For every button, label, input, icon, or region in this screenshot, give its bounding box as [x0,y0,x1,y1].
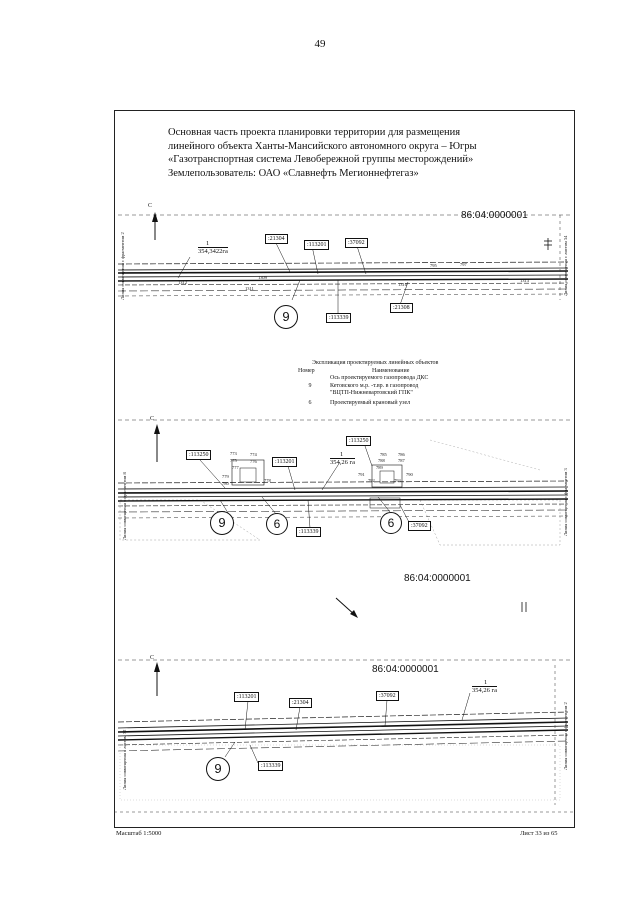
legend-header: Номер Наименование [290,368,500,376]
point-label: 789 [376,465,383,470]
parcel-label: :21304 [289,698,312,708]
title-line-4: Землепользователь: ОАО «Славнефть Мегион… [168,167,419,179]
pipeline-number-circle: 9 [206,757,230,781]
legend-row: 9 Кетовского м.р. -т.вр. в газопровод [290,383,500,391]
point-label: 785 [380,452,387,457]
legend-row-name: Ось проектируемого газопровода ДКС [330,375,429,381]
legend-row-name: Проектируемый крановый узел [330,399,411,406]
legend-row-num: 9 [308,382,312,389]
point-label: 1310 [398,282,407,287]
area-value: 354,3422га [198,247,228,255]
title-line-2: линейного объекта Ханты-Мансийского авто… [168,140,477,152]
point-label: 797 [460,262,467,267]
north-label: С [150,416,155,422]
parcel-label: :113339 [326,313,352,323]
side-label-right: Линия совмещения с фрагментом 2 [563,702,568,770]
crane-node-circle: 6 [380,512,402,534]
legend-row-num [290,375,330,383]
point-label: 1313 [520,278,529,283]
side-label-left: Линия совмещения с фрагментом 8 [122,472,127,540]
parcel-label: :113250 [186,450,212,460]
legend-title: Экспликация проектируемых линейных объек… [312,360,439,366]
pipeline-number-circle: 9 [210,511,234,535]
point-label: 780 [222,481,229,486]
area-num: 1 [340,451,344,458]
area-value: 354,26 га [472,686,498,694]
point-label: 791 [358,472,365,477]
point-label: 778 [264,478,271,483]
title-line-3: «Газотранспортная система Левобережной г… [168,154,474,165]
point-label: 786 [398,452,405,457]
parcel-label: :37092 [345,238,368,248]
point-label: 792 [368,478,375,483]
point-label: 788 [378,458,385,463]
point-label: 774 [250,452,257,457]
sheet-title: Основная часть проекта планировки террит… [168,126,528,180]
area-label-fragment-3: 1 354,26 га [472,679,498,694]
cadastral-number-fragment-2: 86:04:0000001 [404,573,471,584]
legend-row-num: 6 [308,399,312,406]
area-value: 354,26 га [330,458,356,466]
parcel-label: :21304 [265,234,288,244]
title-line-1: Основная часть проекта планировки террит… [168,127,461,138]
cadastral-number-fragment-1: 86:04:0000001 [461,210,528,221]
point-label: 775 [230,458,237,463]
fragment-2-drawing [117,419,570,618]
fragment-1-drawing [117,212,570,316]
point-label: 773 [230,451,237,456]
side-label-right: Линия совмещения с листом 34 [563,235,568,296]
page-number: 49 [314,38,326,50]
point-label: 793 [394,478,401,483]
parcel-label: :37092 [408,521,431,531]
parcel-label: :113201 [304,240,330,250]
sheet-number-label: Лист 33 из 65 [520,830,558,837]
fragment-3-drawing [117,659,570,805]
point-label: 1309 [258,275,267,280]
legend-row-num [290,390,330,398]
map-sheet [114,110,575,828]
scale-label: Масштаб 1:5000 [116,830,162,837]
point-label: 790 [406,472,413,477]
parcel-label: :37092 [376,691,399,701]
side-label-left: Линия совмещения с листом 32 [122,729,127,790]
legend-col-name: Наименование [372,367,410,374]
point-label: 795 [430,263,437,268]
area-num: 1 [484,679,488,686]
parcel-label: :21308 [390,303,413,313]
point-label: 776 [250,459,257,464]
area-label-fragment-2: 1 354,26 га [330,451,356,466]
point-label: 787 [398,458,405,463]
legend-row: Ось проектируемого газопровода ДКС [290,375,500,383]
legend-row-name: "ВЦТП-Нижневартовский ГПК" [330,390,413,396]
parcel-label: :113201 [234,692,260,702]
legend-row: 6 Проектируемый крановый узел [290,400,500,408]
cadastral-number-fragment-3: 86:04:0000001 [372,664,439,675]
pipeline-number-circle: 9 [274,305,298,329]
area-num: 1 [206,240,210,247]
north-label: С [148,203,153,209]
point-label: 777 [232,465,239,470]
parcel-label: :113250 [346,436,372,446]
crane-node-circle: 6 [266,513,288,535]
side-label-right: Линия совмещения с фрагментом 3 [563,468,568,536]
north-label: С [150,655,155,661]
point-label: 1311 [245,286,254,291]
parcel-label: :113339 [258,761,284,771]
legend-row-name: Кетовского м.р. -т.вр. в газопровод [330,382,419,389]
side-label-left: Линия совмещения с фрагментом 2 [120,232,125,300]
parcel-label: :113339 [296,527,322,537]
legend: Экспликация проектируемых линейных объек… [290,360,500,407]
area-label-fragment-1: 1 354,3422га [198,240,228,255]
parcel-label: :113201 [272,457,298,467]
legend-row: "ВЦТП-Нижневартовский ГПК" [290,390,500,398]
point-label: 779 [222,474,229,479]
point-label: 1312 [178,280,187,285]
legend-col-number: Номер [298,367,315,374]
